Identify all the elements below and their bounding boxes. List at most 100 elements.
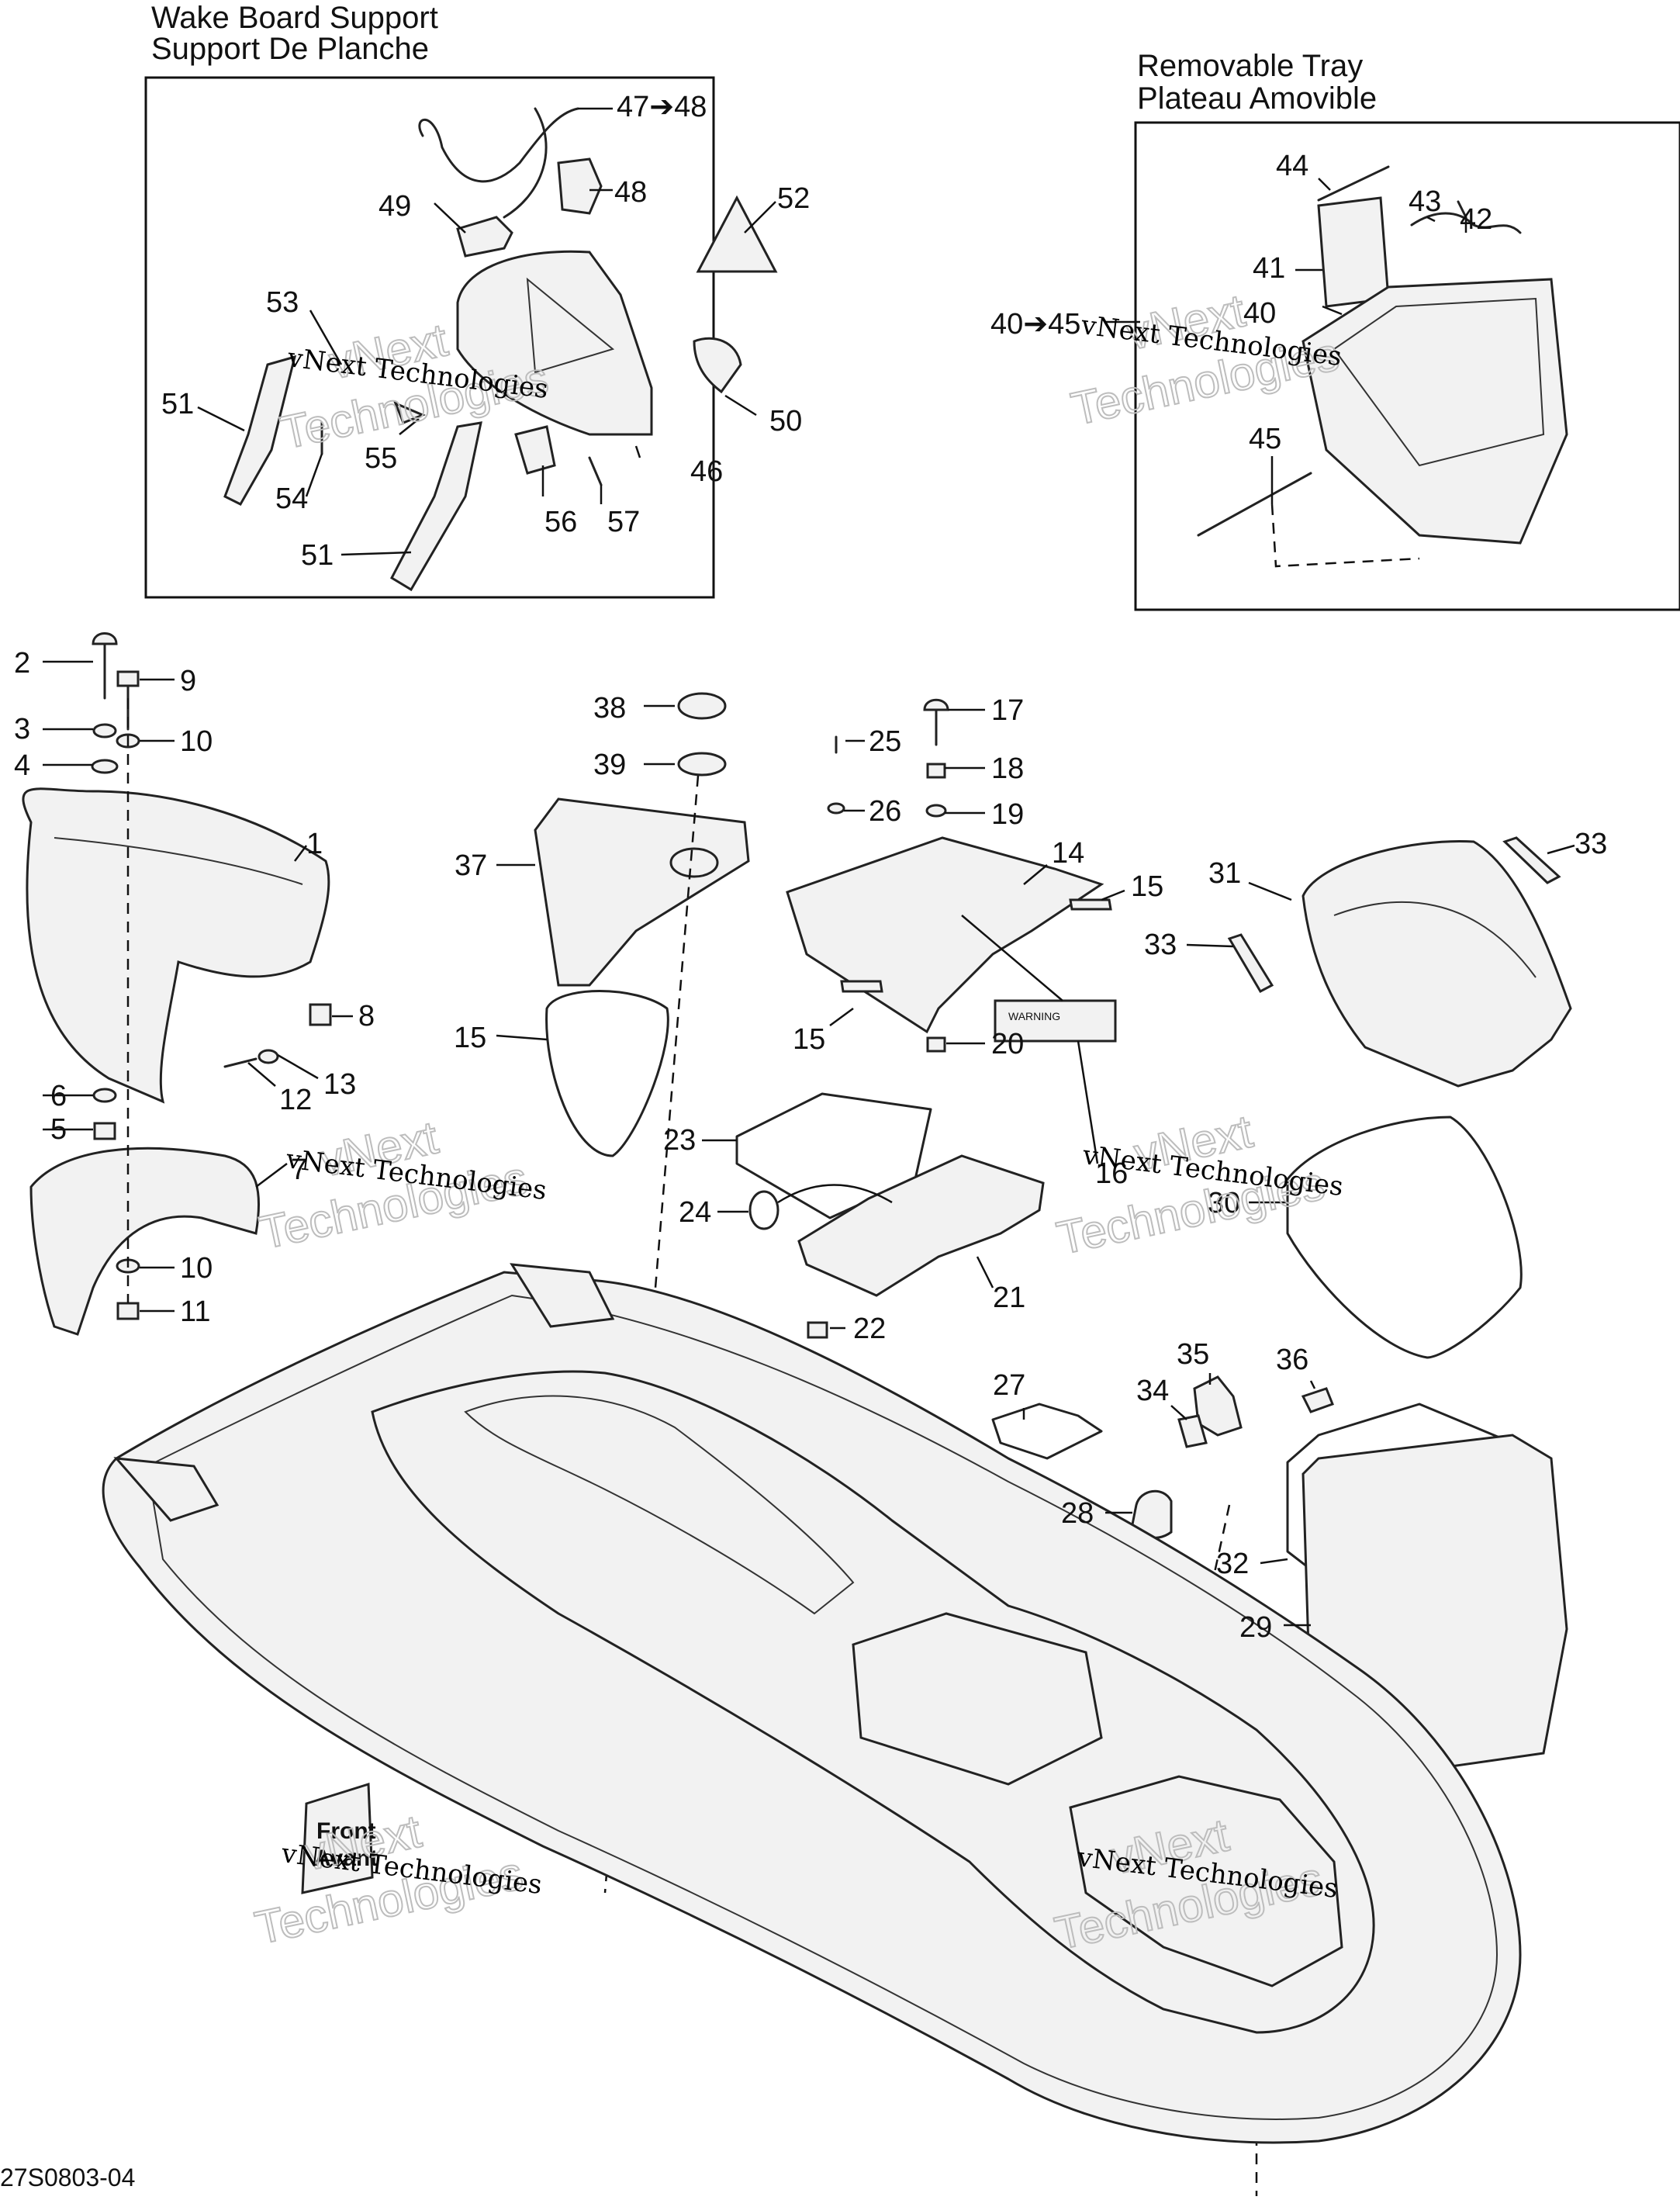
- part-44: [1317, 165, 1390, 202]
- front-label-en: Front: [316, 1818, 376, 1844]
- callout-51a: 51: [161, 388, 194, 420]
- hull-inner: [146, 1294, 1499, 2120]
- callout-35: 35: [1177, 1338, 1209, 1371]
- part-22: [807, 1321, 828, 1339]
- part-seat-1: [22, 787, 330, 1104]
- tray-parts: [1197, 165, 1568, 568]
- leader-lines: [43, 107, 1575, 1627]
- part-19: [925, 804, 947, 818]
- callout-36: 36: [1276, 1344, 1308, 1376]
- part-4: [91, 759, 119, 774]
- part-5: [93, 1122, 116, 1140]
- part-42: [1457, 200, 1467, 219]
- callout-27: 27: [993, 1369, 1025, 1402]
- callout-20: 20: [991, 1028, 1024, 1060]
- tray-dash: [1270, 503, 1420, 568]
- tray-title-en: Removable Tray: [1137, 49, 1363, 83]
- callout-40: 40: [1243, 297, 1276, 330]
- callout-49: 49: [379, 190, 411, 223]
- callout-8: 8: [358, 1000, 375, 1033]
- callout-52: 52: [777, 182, 810, 215]
- part-mount-inner: [526, 277, 615, 374]
- part-rod-45: [1197, 472, 1312, 537]
- part-plate-56: [514, 425, 556, 475]
- callout-19: 19: [991, 798, 1024, 831]
- part-15c: [840, 980, 883, 993]
- callout-9: 9: [180, 665, 196, 697]
- part-clip-50: [693, 337, 742, 394]
- part-55: [393, 401, 426, 424]
- part-33a: [1502, 836, 1561, 884]
- callout-57: 57: [607, 506, 640, 538]
- callout-7: 7: [291, 1154, 307, 1186]
- hull-bump-left: [113, 1457, 220, 1522]
- callout-12: 12: [279, 1084, 312, 1116]
- callout-3: 3: [14, 713, 30, 745]
- callout-44: 44: [1276, 150, 1308, 182]
- callout-32: 32: [1216, 1548, 1249, 1580]
- callout-10b: 10: [180, 1252, 213, 1285]
- callout-25: 25: [869, 725, 901, 758]
- callout-56: 56: [544, 506, 577, 538]
- callout-37: 37: [455, 849, 487, 882]
- part-frame-21: [797, 1154, 1045, 1297]
- callout-48: 48: [614, 176, 647, 209]
- callout-23: 23: [663, 1124, 696, 1157]
- callout-2: 2: [14, 647, 30, 680]
- tray-title-fr: Plateau Amovible: [1137, 81, 1377, 116]
- callout-17: 17: [991, 694, 1024, 727]
- decal-16-text: WARNING: [1008, 1010, 1060, 1022]
- part-tub-37: [534, 797, 750, 987]
- part-9: [116, 670, 140, 687]
- wakeboard-title-en: Wake Board Support: [151, 1, 438, 35]
- tray-section: Removable Tray Plateau Amovible: [1134, 49, 1680, 611]
- part-decal-16: [994, 999, 1117, 1043]
- wakeboard-section: Wake Board Support Support De Planche: [144, 1, 715, 599]
- callout-18: 18: [991, 752, 1024, 785]
- part-17: [923, 698, 949, 711]
- callout-15a: 15: [454, 1022, 486, 1054]
- part-oring-24: [748, 1190, 780, 1230]
- part-11: [116, 1302, 140, 1320]
- part-tray-40: [1301, 278, 1568, 545]
- part-33b: [1227, 933, 1274, 994]
- hull-bump-top: [510, 1263, 615, 1328]
- callout-14: 14: [1052, 837, 1084, 870]
- part-bracket-48: [557, 157, 603, 215]
- callout-55: 55: [365, 442, 397, 475]
- callout-28: 28: [1061, 1497, 1094, 1530]
- part-26: [827, 802, 845, 815]
- callout-40-45: 40➔45: [990, 308, 1080, 341]
- part-15b: [1069, 898, 1112, 911]
- callout-42: 42: [1460, 203, 1492, 236]
- callout-50: 50: [769, 405, 802, 438]
- callout-11: 11: [180, 1295, 210, 1328]
- wakeboard-title-fr: Support De Planche: [151, 32, 429, 66]
- part-cover-ridge: [1333, 901, 1537, 978]
- part-cover-31: [1301, 839, 1572, 1088]
- wakeboard-parts: [223, 107, 778, 592]
- part-6: [92, 1088, 117, 1103]
- callout-5: 5: [50, 1113, 67, 1146]
- callout-13: 13: [323, 1068, 356, 1101]
- hull-front-storage: [1069, 1775, 1343, 1987]
- part-mount-46: [456, 250, 653, 436]
- callout-6: 6: [50, 1080, 67, 1112]
- part-strap-51a: [223, 355, 297, 506]
- callout-34: 34: [1136, 1375, 1169, 1407]
- callout-29: 29: [1239, 1611, 1272, 1644]
- callout-46: 46: [690, 455, 723, 488]
- part-tray-inner: [1333, 297, 1545, 467]
- hull-console: [852, 1612, 1103, 1786]
- callout-30: 30: [1208, 1187, 1240, 1219]
- callout-22: 22: [853, 1313, 886, 1345]
- seat-parts: [22, 632, 332, 1336]
- part-gasket-15a: [545, 990, 669, 1157]
- part-support-7: [29, 1147, 261, 1336]
- front-label-fr: Avant: [314, 1845, 378, 1871]
- part-tub-cap: [669, 847, 719, 878]
- part-3: [92, 723, 117, 739]
- part-36: [1301, 1387, 1334, 1413]
- callouts: 47➔48 48 49 52 53 51 50 55 54 46 56 57 5…: [14, 91, 1607, 1644]
- callout-15c: 15: [793, 1023, 825, 1056]
